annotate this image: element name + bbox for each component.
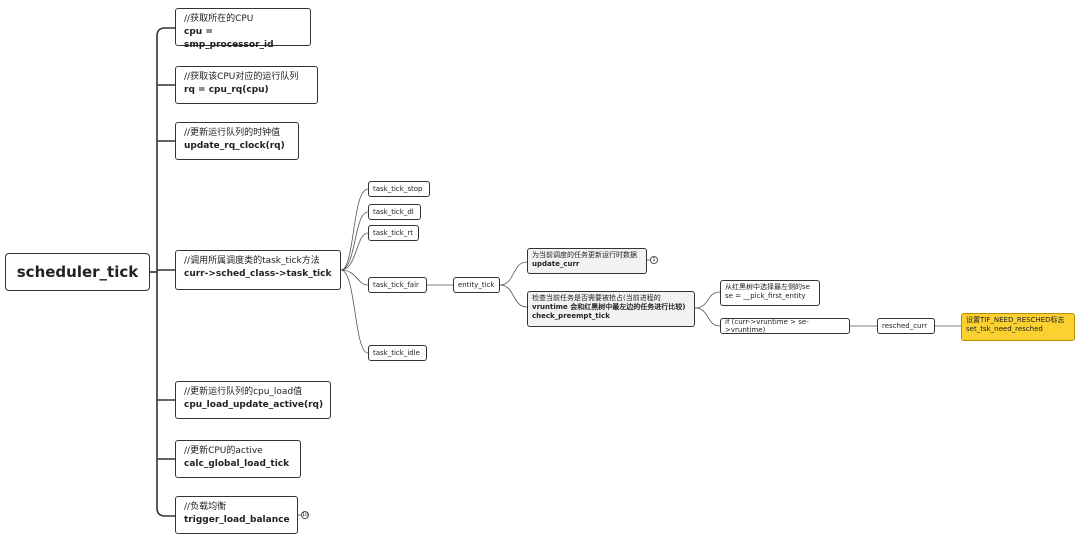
node-code: cpu = smp_processor_id xyxy=(184,27,274,50)
node-comment: //更新运行队列的cpu_load值 xyxy=(184,387,303,397)
root-node-scheduler-tick[interactable]: scheduler_tick xyxy=(5,253,150,291)
node-comment: //调用所属调度类的task_tick方法 xyxy=(184,256,320,266)
node-comment: //获取该CPU对应的运行队列 xyxy=(184,72,299,82)
node-code: check_preempt_tick xyxy=(532,312,610,320)
node-if-vruntime[interactable]: if (curr->vruntime > se->vruntime) xyxy=(720,318,850,334)
node-task-tick-idle[interactable]: task_tick_idle xyxy=(368,345,427,361)
node-comment: //负载均衡 xyxy=(184,502,227,512)
node-code: set_tsk_need_resched xyxy=(966,325,1043,333)
node-update-curr[interactable]: 为当前调度的任务更新运行时数据 update_curr xyxy=(527,248,647,274)
notes-count-badge[interactable]: 10 xyxy=(301,511,309,519)
node-comment: //获取所在的CPU xyxy=(184,14,254,24)
node-get-rq[interactable]: //获取该CPU对应的运行队列 rq = cpu_rq(cpu) xyxy=(175,66,318,104)
node-code: curr->sched_class->task_tick xyxy=(184,269,332,279)
node-comment: 设置TIF_NEED_RESCHED标志 xyxy=(966,316,1065,324)
node-calc-global-load[interactable]: //更新CPU的active calc_global_load_tick xyxy=(175,440,301,478)
node-task-tick-fair[interactable]: task_tick_fair xyxy=(368,277,427,293)
node-cpu-load-update[interactable]: //更新运行队列的cpu_load值 cpu_load_update_activ… xyxy=(175,381,331,419)
node-code: rq = cpu_rq(cpu) xyxy=(184,85,269,95)
node-trigger-load-balance[interactable]: //负载均衡 trigger_load_balance xyxy=(175,496,298,534)
node-code: trigger_load_balance xyxy=(184,515,290,525)
node-comment: 从红黑树中选择最左侧的se xyxy=(725,283,810,291)
node-comment-2: vruntime 会和红黑树中最左边的任务进行比较) xyxy=(532,303,686,311)
node-pick-first-entity[interactable]: 从红黑树中选择最左侧的se se = __pick_first_entity xyxy=(720,280,820,306)
node-task-tick[interactable]: //调用所属调度类的task_tick方法 curr->sched_class-… xyxy=(175,250,341,290)
notes-count-badge[interactable]: 1 xyxy=(650,256,658,264)
node-comment: 检查当前任务是否需要被抢占(当前进程的 xyxy=(532,294,661,302)
node-comment: //更新CPU的active xyxy=(184,446,263,456)
node-check-preempt-tick[interactable]: 检查当前任务是否需要被抢占(当前进程的 vruntime 会和红黑树中最左边的任… xyxy=(527,291,695,327)
node-entity-tick[interactable]: entity_tick xyxy=(453,277,500,293)
node-code: cpu_load_update_active(rq) xyxy=(184,400,324,410)
node-resched-curr[interactable]: resched_curr xyxy=(877,318,935,334)
node-set-tsk-need-resched[interactable]: 设置TIF_NEED_RESCHED标志 set_tsk_need_resche… xyxy=(961,313,1075,341)
node-task-tick-stop[interactable]: task_tick_stop xyxy=(368,181,430,197)
node-get-cpu[interactable]: //获取所在的CPU cpu = smp_processor_id xyxy=(175,8,311,50)
node-code: update_rq_clock(rq) xyxy=(184,141,285,151)
node-task-tick-rt[interactable]: task_tick_rt xyxy=(368,225,419,241)
node-comment: //更新运行队列的时钟值 xyxy=(184,128,281,138)
node-update-rq-clock[interactable]: //更新运行队列的时钟值 update_rq_clock(rq) xyxy=(175,122,299,160)
node-comment: 为当前调度的任务更新运行时数据 xyxy=(532,251,637,259)
node-code: calc_global_load_tick xyxy=(184,459,290,469)
node-code: se = __pick_first_entity xyxy=(725,292,806,300)
node-code: update_curr xyxy=(532,260,580,268)
node-task-tick-dl[interactable]: task_tick_dl xyxy=(368,204,421,220)
